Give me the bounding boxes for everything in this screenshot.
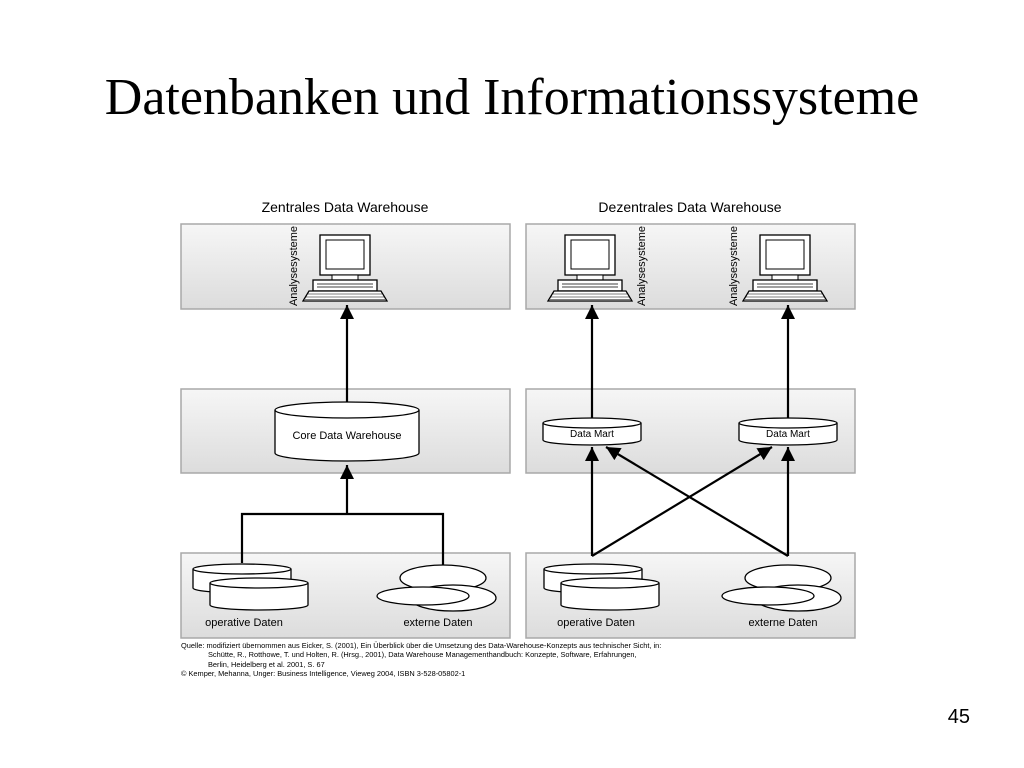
source-citation: Quelle: modifiziert übernommen aus Eicke… bbox=[181, 641, 741, 679]
central-external-data-icon bbox=[376, 564, 497, 612]
source-line-2: Schütte, R., Rotthowe, T. und Holten, R.… bbox=[208, 650, 637, 660]
slide-title: Datenbanken und Informationssysteme bbox=[104, 69, 920, 126]
decentral-analysis-label-1: Analysesysteme bbox=[636, 226, 648, 306]
decentral-analysis-label-2: Analysesysteme bbox=[728, 226, 740, 306]
central-heading: Zentrales Data Warehouse bbox=[262, 199, 429, 215]
source-line-1: Quelle: modifiziert übernommen aus Eicke… bbox=[181, 641, 662, 650]
data-mart-cylinder-2 bbox=[738, 417, 838, 446]
page-number: 45 bbox=[947, 706, 970, 728]
central-operative-data-icon bbox=[192, 563, 309, 611]
core-data-warehouse-label: Core Data Warehouse bbox=[292, 430, 401, 442]
data-mart-label-1: Data Mart bbox=[570, 429, 614, 440]
central-source-connector bbox=[240, 512, 445, 565]
decentral-operative-data-icon bbox=[543, 563, 660, 611]
decentral-external-data-icon bbox=[721, 564, 842, 612]
data-mart-label-2: Data Mart bbox=[766, 429, 810, 440]
central-external-label: externe Daten bbox=[403, 617, 472, 629]
decentral-arrow-op-to-mart2 bbox=[591, 446, 773, 557]
decentral-heading: Dezentrales Data Warehouse bbox=[598, 199, 781, 215]
central-operative-label: operative Daten bbox=[205, 617, 283, 629]
central-analysis-label: Analysesysteme bbox=[288, 226, 300, 306]
decentral-external-label: externe Daten bbox=[748, 617, 817, 629]
copyright-line: © Kemper, Mehanna, Unger: Business Intel… bbox=[181, 669, 466, 679]
core-data-warehouse-cylinder bbox=[274, 401, 420, 462]
data-mart-cylinder-1 bbox=[542, 417, 642, 446]
decentral-operative-label: operative Daten bbox=[557, 617, 635, 629]
decentral-arrow-ext-to-mart1 bbox=[605, 446, 789, 557]
source-line-3: Berlin, Heidelberg et al. 2001, S. 67 bbox=[208, 659, 325, 669]
